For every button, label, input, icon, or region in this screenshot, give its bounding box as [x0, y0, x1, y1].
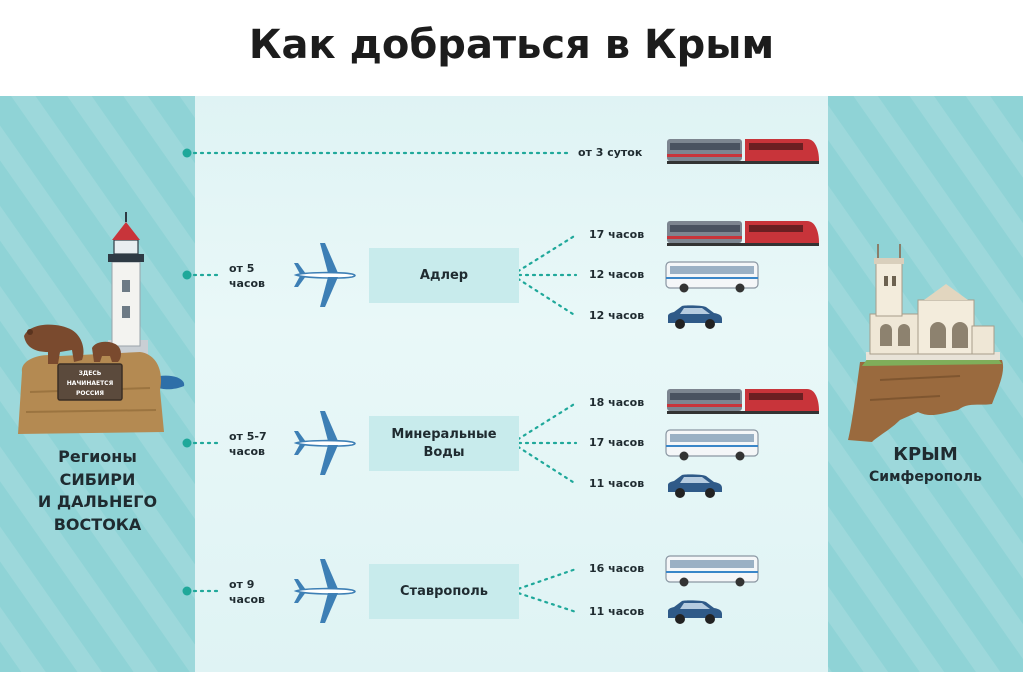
castle-icon — [848, 244, 1003, 442]
destination-name: КРЫМ — [828, 444, 1023, 465]
destination-label: КРЫМ Симферополь — [828, 444, 1023, 485]
origin-label: Регионы СИБИРИ И ДАЛЬНЕГО ВОСТОКА — [0, 446, 195, 537]
origin-label-line: СИБИРИ — [0, 469, 195, 492]
destination-city: Симферополь — [828, 469, 1023, 485]
origin-label-line: ВОСТОКА — [0, 514, 195, 537]
origin-label-line: И ДАЛЬНЕГО — [0, 491, 195, 514]
origin-label-line: Регионы — [0, 446, 195, 469]
